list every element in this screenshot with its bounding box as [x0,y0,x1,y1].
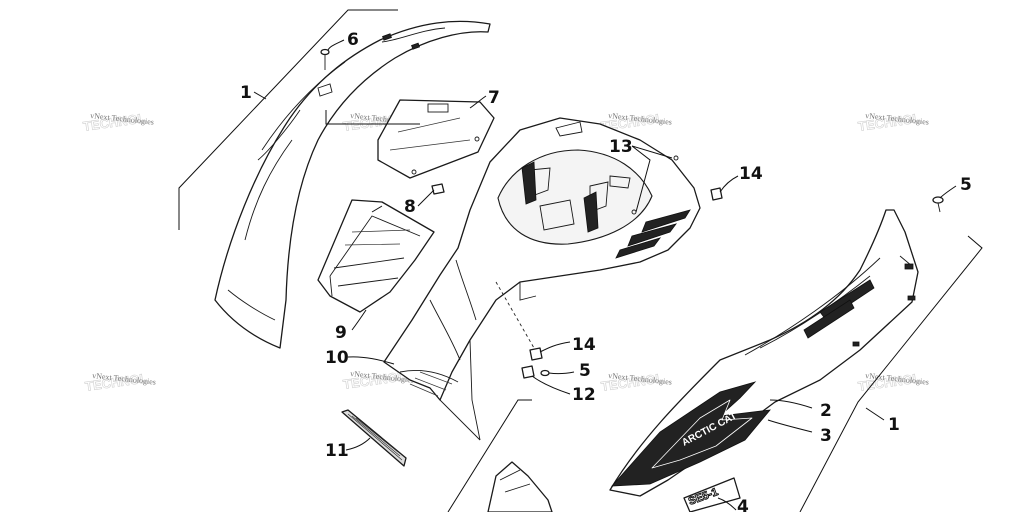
callout-8: 8 [404,197,416,217]
group-bracket-lower [447,399,532,512]
left-side-panel [214,20,491,349]
watermark-1: TECHNOL vNext Technologies [82,110,155,134]
callout-7: 7 [488,88,500,108]
clip-part-14-top [710,187,723,201]
screw-part-5-top [932,196,944,213]
callout-11: 11 [325,441,349,461]
group-bracket-left [178,9,398,230]
callout-13: 13 [609,137,633,157]
group-bracket-right [799,235,983,512]
clip-part-14-mid [529,347,543,361]
callout-1-right: 1 [888,415,900,435]
callout-1-left: 1 [240,83,252,103]
watermark-4: TECHNOL vNext Technologies [857,110,930,134]
lower-partial-part [487,461,553,512]
watermark-7: TECHNOL vNext Technologies [600,370,673,394]
clip-part-8 [431,183,445,195]
callouts: 1 6 7 8 9 10 11 13 14 14 5 12 5 2 3 1 4 [240,30,972,512]
callout-4: 4 [737,497,749,512]
panel-part-7 [325,99,495,179]
callout-3: 3 [820,426,832,446]
grille-part-11 [341,409,407,467]
callout-2: 2 [820,401,832,421]
callout-12: 12 [572,385,596,405]
vent-insert-part-9 [317,199,435,313]
callout-5-mid: 5 [579,361,591,381]
model-badge: SE5-1 [683,477,741,512]
hood-nose-part-10 [383,117,701,441]
screw-part-5-mid [540,369,550,377]
screw-part-6 [320,48,330,70]
callout-6: 6 [347,30,359,50]
watermark-5: TECHNOL vNext Technologies [84,370,157,394]
nut-part-12 [521,365,535,379]
callout-9: 9 [335,323,347,343]
callout-10: 10 [325,348,349,368]
right-side-panel: ARCTIC CAT SE5-1 [609,209,919,512]
callout-14-top: 14 [739,164,763,184]
callout-5-top: 5 [960,175,972,195]
leader-lines [253,39,957,511]
arctic-cat-decal: ARCTIC CAT [611,381,771,487]
callout-14-mid: 14 [572,335,596,355]
